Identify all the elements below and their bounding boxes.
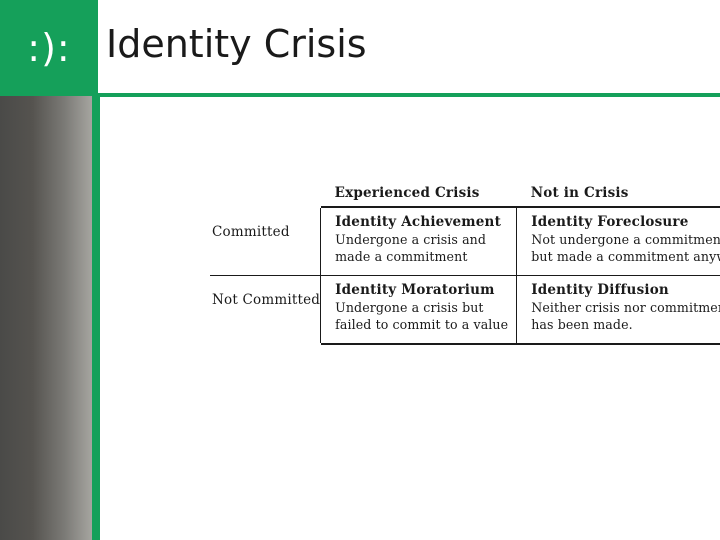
matrix-bottom-rule-row xyxy=(210,343,720,345)
sidebar-gradient-band xyxy=(0,96,92,540)
matrix-header-rule-right xyxy=(516,206,720,208)
identity-status-matrix: Experienced Crisis Not in Crisis Committ… xyxy=(210,185,720,345)
matrix-mid-rule-label-col xyxy=(210,274,321,276)
matrix-bottom-rule-spacer xyxy=(210,343,321,345)
column-header-experienced-crisis: Experienced Crisis xyxy=(334,185,480,201)
slide-content: Experienced Crisis Not in Crisis Committ… xyxy=(100,100,720,540)
header-divider xyxy=(98,93,720,97)
matrix-header-rule-left xyxy=(320,206,517,208)
cell-line-1: Neither crisis nor commitment xyxy=(531,300,720,315)
matrix-header-row: Experienced Crisis Not in Crisis xyxy=(210,185,720,206)
cell-title-identity-moratorium: Identity Moratorium xyxy=(335,282,495,298)
row-label-not-committed: Not Committed xyxy=(212,292,321,308)
emoticon-logo-icon: :): xyxy=(27,26,71,70)
matrix-mid-rule-left xyxy=(320,274,517,276)
cell-identity-foreclosure: Identity Foreclosure Not undergone a com… xyxy=(516,207,720,275)
cell-title-identity-diffusion: Identity Diffusion xyxy=(531,282,669,298)
cell-line-2: has been made. xyxy=(531,317,633,332)
cell-identity-achievement: Identity Achievement Undergone a crisis … xyxy=(320,207,517,275)
matrix-header-rule-row xyxy=(210,206,720,208)
cell-title-identity-foreclosure: Identity Foreclosure xyxy=(531,213,689,230)
sidebar-accent-bar xyxy=(92,96,100,540)
row-label-committed: Committed xyxy=(212,223,290,240)
logo-block: :): xyxy=(0,0,98,96)
matrix-corner-cell xyxy=(210,185,321,206)
cell-identity-moratorium: Identity Moratorium Undergone a crisis b… xyxy=(320,276,517,343)
cell-line-1: Undergone a crisis and xyxy=(335,231,487,247)
matrix-row-committed: Committed Identity Achievement Undergone… xyxy=(210,207,720,275)
matrix-bottom-rule-right xyxy=(516,343,720,345)
matrix-mid-rule-right xyxy=(516,274,720,276)
page-title: Identity Crisis xyxy=(106,22,367,66)
matrix-row-not-committed: Not Committed Identity Moratorium Underg… xyxy=(210,276,720,343)
column-header-not-in-crisis: Not in Crisis xyxy=(530,185,629,201)
cell-line-2: made a commitment xyxy=(335,248,468,264)
cell-line-2: but made a commitment anyway xyxy=(531,248,720,264)
slide-header: :): Identity Crisis xyxy=(0,0,720,97)
cell-title-identity-achievement: Identity Achievement xyxy=(335,213,502,230)
cell-line-1: Not undergone a commitment xyxy=(531,231,720,247)
cell-identity-diffusion: Identity Diffusion Neither crisis nor co… xyxy=(516,276,720,343)
cell-line-1: Undergone a crisis but xyxy=(335,300,484,315)
matrix-mid-rule-row xyxy=(210,274,720,276)
cell-line-2: failed to commit to a value xyxy=(335,317,509,332)
matrix-bottom-rule-left xyxy=(320,343,517,345)
